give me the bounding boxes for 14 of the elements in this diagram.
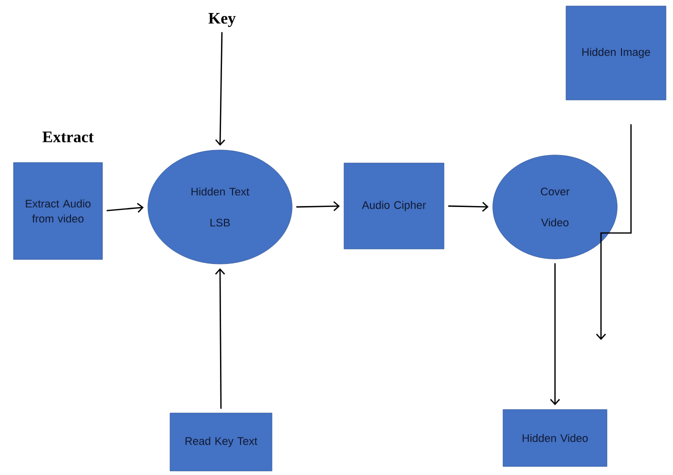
process-box: Read Key Text: [170, 412, 272, 472]
arrow: [215, 32, 226, 146]
arrow: [106, 202, 144, 213]
process-box: Hidden Image: [566, 6, 666, 100]
arrow: [296, 201, 340, 212]
process-box: Extract Audio from video: [13, 162, 103, 260]
arrow: [215, 268, 226, 409]
arrow: [596, 124, 632, 340]
arrow: [448, 202, 489, 212]
heading-label: Extract: [42, 132, 94, 142]
process-box: Audio Cipher: [344, 162, 444, 250]
process-box: Hidden Video: [502, 409, 608, 467]
key-label: Key: [208, 13, 236, 27]
arrow: [550, 263, 560, 406]
